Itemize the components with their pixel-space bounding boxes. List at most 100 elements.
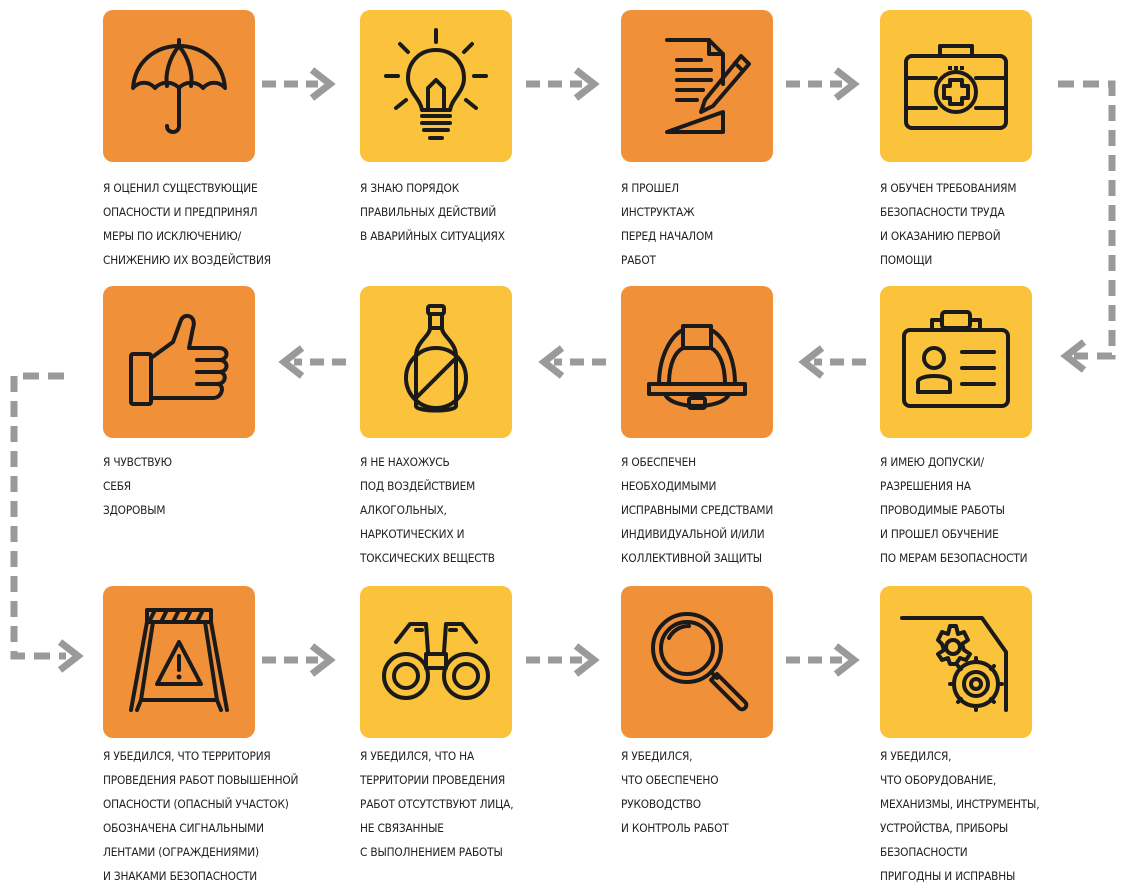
caption-line: И ЗНАКАМИ БЕЗОПАСНОСТИ (103, 869, 258, 883)
caption-line: ОПАСНОСТИ (ОПАСНЫЙ УЧАСТОК) (103, 797, 289, 811)
warning-sign-icon (129, 608, 229, 712)
arrow-4-5 (1058, 80, 1116, 373)
caption-line: ИНСТРУКТАЖ (621, 205, 695, 219)
caption-line: НЕОБХОДИМЫМИ (621, 479, 717, 493)
caption-line: РАЗРЕШЕНИЯ НА (880, 479, 971, 493)
step-11-caption: Я УБЕДИЛСЯ, ЧТО ОБЕСПЕЧЕНО РУКОВОДСТВО И… (621, 744, 860, 840)
caption-line: ПЕРЕД НАЧАЛОМ (621, 229, 714, 243)
caption-line: МЕРЫ ПО ИСКЛЮЧЕНИЮ/ (103, 229, 242, 243)
step-8-tile (103, 286, 255, 438)
step-6-caption: Я ОБЕСПЕЧЕН НЕОБХОДИМЫМИ ИСПРАВНЫМИ СРЕД… (621, 450, 860, 570)
step-11-tile (621, 586, 773, 738)
step-10-caption: Я УБЕДИЛСЯ, ЧТО НА ТЕРРИТОРИИ ПРОВЕДЕНИЯ… (360, 744, 599, 864)
binoculars-icon (382, 622, 490, 700)
caption-line: ПО МЕРАМ БЕЗОПАСНОСТИ (880, 551, 1028, 565)
arrow-11-12 (786, 643, 860, 677)
caption-line: ПОМОЩИ (880, 253, 933, 267)
caption-line: Я ОБЕСПЕЧЕН (621, 455, 696, 469)
caption-line: Я УБЕДИЛСЯ, (621, 749, 693, 763)
step-3-caption: Я ПРОШЕЛ ИНСТРУКТАЖ ПЕРЕД НАЧАЛОМ РАБОТ (621, 176, 860, 272)
arrow-3-4 (786, 67, 860, 101)
arrow-1-2 (262, 67, 336, 101)
arrow-5-6 (798, 345, 866, 379)
caption-line: СНИЖЕНИЮ ИХ ВОЗДЕЙСТВИЯ (103, 253, 271, 267)
caption-line: И ОКАЗАНИЮ ПЕРВОЙ (880, 229, 1001, 243)
step-12-caption: Я УБЕДИЛСЯ, ЧТО ОБОРУДОВАНИЕ, МЕХАНИЗМЫ,… (880, 744, 1119, 888)
caption-line: БЕЗОПАСНОСТИ (880, 845, 968, 859)
step-10-tile (360, 586, 512, 738)
caption-line: ПРАВИЛЬНЫХ ДЕЙСТВИЙ (360, 205, 497, 219)
caption-line: ТЕРРИТОРИИ ПРОВЕДЕНИЯ (360, 773, 506, 787)
step-12-tile (880, 586, 1032, 738)
caption-line: ЧТО ОБЕСПЕЧЕНО (621, 773, 719, 787)
caption-line: В АВАРИЙНЫХ СИТУАЦИЯХ (360, 229, 505, 243)
document-pencil-icon (665, 38, 751, 134)
step-4-caption: Я ОБУЧЕН ТРЕБОВАНИЯМ БЕЗОПАСНОСТИ ТРУДА … (880, 176, 1119, 272)
caption-line: Я ОБУЧЕН ТРЕБОВАНИЯМ (880, 181, 1017, 195)
caption-line: Я ЗНАЮ ПОРЯДОК (360, 181, 460, 195)
id-badge-icon (902, 310, 1010, 408)
step-9-caption: Я УБЕДИЛСЯ, ЧТО ТЕРРИТОРИЯ ПРОВЕДЕНИЯ РА… (103, 744, 342, 888)
caption-line: ТОКСИЧЕСКИХ ВЕЩЕСТВ (360, 551, 495, 565)
magnifier-icon (651, 612, 749, 712)
step-9-tile (103, 586, 255, 738)
arrow-9-10 (262, 643, 336, 677)
caption-line: Я УБЕДИЛСЯ, ЧТО НА (360, 749, 474, 763)
caption-line: НАРКОТИЧЕСКИХ И (360, 527, 465, 541)
caption-line: ПРОВОДИМЫЕ РАБОТЫ (880, 503, 1005, 517)
caption-line: БЕЗОПАСНОСТИ ТРУДА (880, 205, 1005, 219)
step-5-tile (880, 286, 1032, 438)
step-1-tile (103, 10, 255, 162)
hard-hat-icon (647, 324, 747, 410)
step-8-caption: Я ЧУВСТВУЮ СЕБЯ ЗДОРОВЫМ (103, 450, 342, 522)
first-aid-kit-icon (904, 44, 1008, 130)
caption-line: ОПАСНОСТИ И ПРЕДПРИНЯЛ (103, 205, 258, 219)
caption-line: Я ЧУВСТВУЮ (103, 455, 172, 469)
caption-line: НЕ СВЯЗАННЫЕ (360, 821, 444, 835)
step-4-tile (880, 10, 1032, 162)
step-2-caption: Я ЗНАЮ ПОРЯДОК ПРАВИЛЬНЫХ ДЕЙСТВИЙ В АВА… (360, 176, 599, 248)
caption-line: С ВЫПОЛНЕНИЕМ РАБОТЫ (360, 845, 503, 859)
caption-line: ИСПРАВНЫМИ СРЕДСТВАМИ (621, 503, 774, 517)
caption-line: ОБОЗНАЧЕНА СИГНАЛЬНЫМИ (103, 821, 264, 835)
caption-line: ЧТО ОБОРУДОВАНИЕ, (880, 773, 997, 787)
caption-line: АЛКОГОЛЬНЫХ, (360, 503, 447, 517)
umbrella-icon (131, 38, 227, 134)
step-1-caption: Я ОЦЕНИЛ СУЩЕСТВУЮЩИЕ ОПАСНОСТИ И ПРЕДПР… (103, 176, 342, 272)
lightbulb-icon (384, 28, 488, 140)
caption-line: ЛЕНТАМИ (ОГРАЖДЕНИЯМИ) (103, 845, 259, 859)
step-5-caption: Я ИМЕЮ ДОПУСКИ/ РАЗРЕШЕНИЯ НА ПРОВОДИМЫЕ… (880, 450, 1119, 570)
caption-line: СЕБЯ (103, 479, 131, 493)
caption-line: МЕХАНИЗМЫ, ИНСТРУМЕНТЫ, (880, 797, 1040, 811)
caption-line: И ПРОШЕЛ ОБУЧЕНИЕ (880, 527, 999, 541)
arrow-2-3 (526, 67, 600, 101)
caption-line: ИНДИВИДУАЛЬНОЙ И/ИЛИ (621, 527, 765, 541)
caption-line: Я УБЕДИЛСЯ, (880, 749, 952, 763)
caption-line: Я НЕ НАХОЖУСЬ (360, 455, 450, 469)
caption-line: И КОНТРОЛЬ РАБОТ (621, 821, 729, 835)
arrow-8-9 (10, 372, 84, 673)
caption-line: Я ИМЕЮ ДОПУСКИ/ (880, 455, 984, 469)
arrow-10-11 (526, 643, 600, 677)
caption-line: Я ПРОШЕЛ (621, 181, 679, 195)
caption-line: ПОД ВОЗДЕЙСТВИЕМ (360, 479, 476, 493)
step-6-tile (621, 286, 773, 438)
step-3-tile (621, 10, 773, 162)
step-7-tile (360, 286, 512, 438)
arrow-7-8 (278, 345, 346, 379)
caption-line: ЗДОРОВЫМ (103, 503, 166, 517)
caption-line: Я УБЕДИЛСЯ, ЧТО ТЕРРИТОРИЯ (103, 749, 271, 763)
step-2-tile (360, 10, 512, 162)
gears-icon (900, 616, 1008, 712)
caption-line: ПРОВЕДЕНИЯ РАБОТ ПОВЫШЕННОЙ (103, 773, 299, 787)
step-7-caption: Я НЕ НАХОЖУСЬ ПОД ВОЗДЕЙСТВИЕМ АЛКОГОЛЬН… (360, 450, 599, 570)
caption-line: Я ОЦЕНИЛ СУЩЕСТВУЮЩИЕ (103, 181, 258, 195)
caption-line: РАБОТ (621, 253, 656, 267)
caption-line: КОЛЛЕКТИВНОЙ ЗАЩИТЫ (621, 551, 762, 565)
thumbs-up-icon (129, 313, 229, 406)
caption-line: РУКОВОДСТВО (621, 797, 701, 811)
no-alcohol-bottle-icon (404, 304, 468, 413)
caption-line: ПРИГОДНЫ И ИСПРАВНЫ (880, 869, 1016, 883)
arrow-6-7 (538, 345, 606, 379)
